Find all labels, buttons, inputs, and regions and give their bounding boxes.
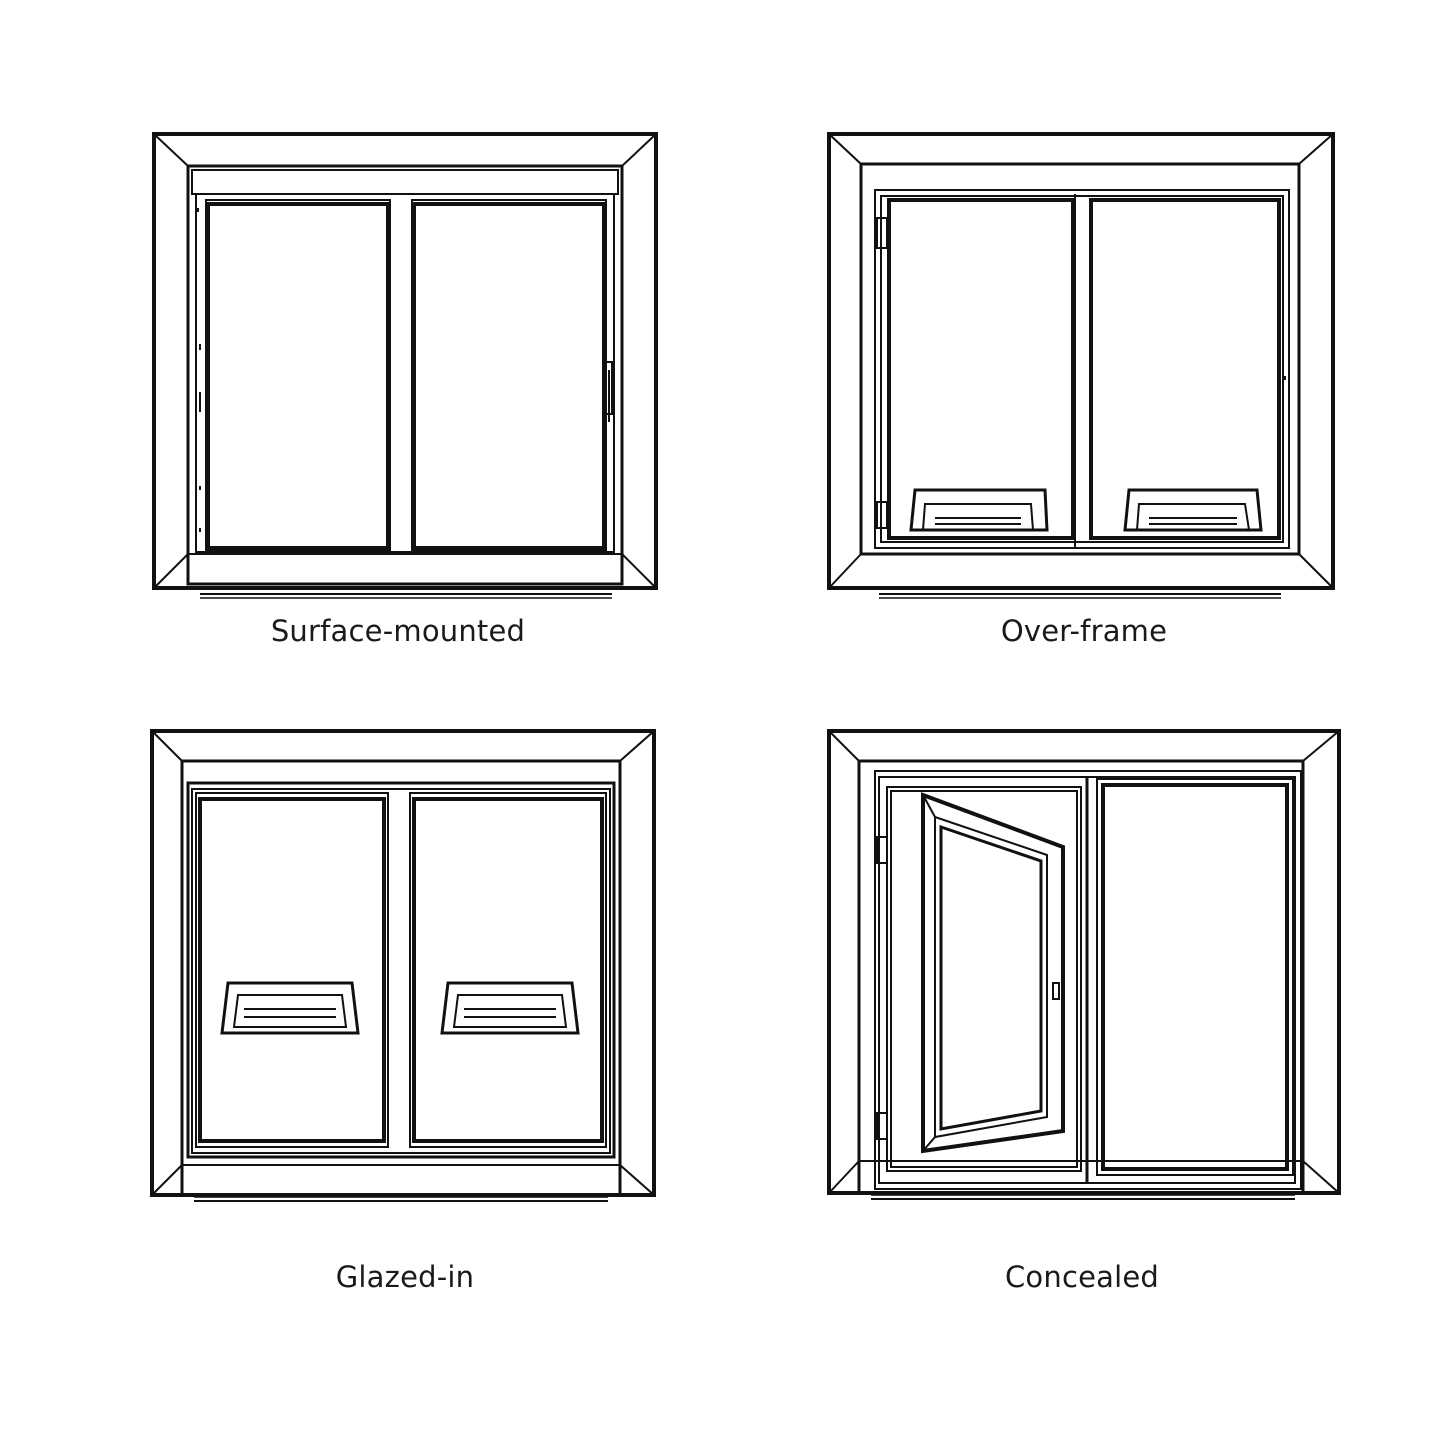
panel-label-surface-mounted: Surface-mounted: [270, 614, 526, 648]
panel-label-over-frame: Over-frame: [1000, 614, 1168, 648]
concealed-window-icon: [827, 729, 1341, 1200]
panel-label-concealed: Concealed: [1004, 1260, 1160, 1294]
surface-mounted-window-icon: [152, 132, 658, 599]
glazed-in-window-icon: [150, 729, 656, 1202]
panel-label-glazed-in: Glazed-in: [335, 1260, 475, 1294]
over-frame-window-icon: [827, 132, 1335, 599]
